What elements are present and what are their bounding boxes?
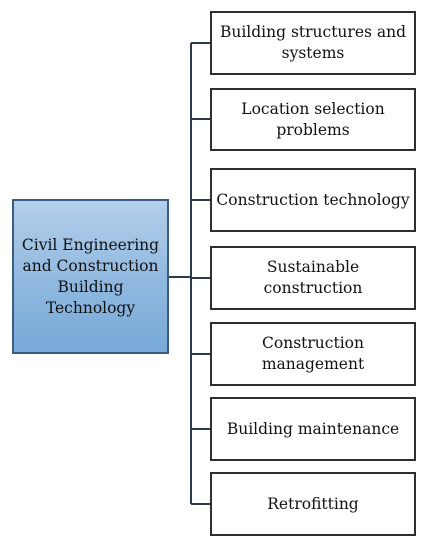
child-node-label: Location selection problems [241, 99, 385, 139]
child-node-location-selection: Location selection problems [210, 88, 416, 151]
root-node: Civil Engineering and Construction Build… [12, 199, 169, 354]
child-node-label: Building structures and systems [219, 23, 407, 62]
child-node-sustainable-construction: Sustainable construction [210, 246, 416, 310]
child-node-building-structures: Building structures and systems [210, 11, 416, 75]
child-node-label: Building maintenance [226, 419, 400, 438]
child-node-building-maintenance: Building maintenance [210, 397, 416, 461]
child-node-label: Construction management [261, 334, 365, 373]
child-node-label: Construction technology [216, 190, 410, 209]
root-node-label: Civil Engineering and Construction Build… [21, 235, 160, 317]
child-node-retrofitting: Retrofitting [210, 472, 416, 536]
child-node-label: Retrofitting [267, 494, 359, 513]
child-node-construction-management: Construction management [210, 322, 416, 386]
child-node-label: Sustainable construction [263, 258, 363, 297]
child-node-construction-technology: Construction technology [210, 168, 416, 232]
